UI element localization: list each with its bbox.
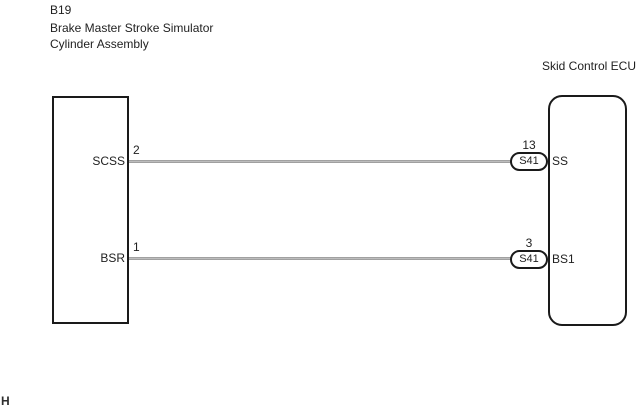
terminal-label-scss: SCSS [92, 154, 125, 168]
component-box-skid-control-ecu [548, 95, 627, 326]
page-marker: H [1, 394, 10, 408]
pin-number-2: 2 [133, 143, 140, 157]
component-name-line2: Cylinder Assembly [50, 37, 149, 51]
pin-number-13: 13 [522, 138, 536, 152]
terminal-label-bs1: BS1 [552, 252, 575, 266]
component-box-b19 [52, 96, 129, 324]
terminal-label-ss: SS [552, 154, 569, 168]
connector-oval-s41-bottom: S41 [510, 250, 548, 269]
connector-id-label: B19 [50, 3, 72, 17]
ecu-name-label: Skid Control ECU [541, 59, 636, 73]
terminal-label-bsr: BSR [100, 251, 125, 265]
connector-oval-s41-top: S41 [510, 152, 548, 171]
pin-number-3: 3 [525, 236, 533, 250]
wire-scss-to-ss [129, 160, 511, 163]
component-name-label: Brake Master Stroke Simulator Cylinder A… [50, 20, 213, 52]
wire-bsr-to-bs1 [129, 257, 511, 260]
pin-number-1: 1 [133, 240, 140, 254]
component-name-line1: Brake Master Stroke Simulator [50, 21, 214, 35]
